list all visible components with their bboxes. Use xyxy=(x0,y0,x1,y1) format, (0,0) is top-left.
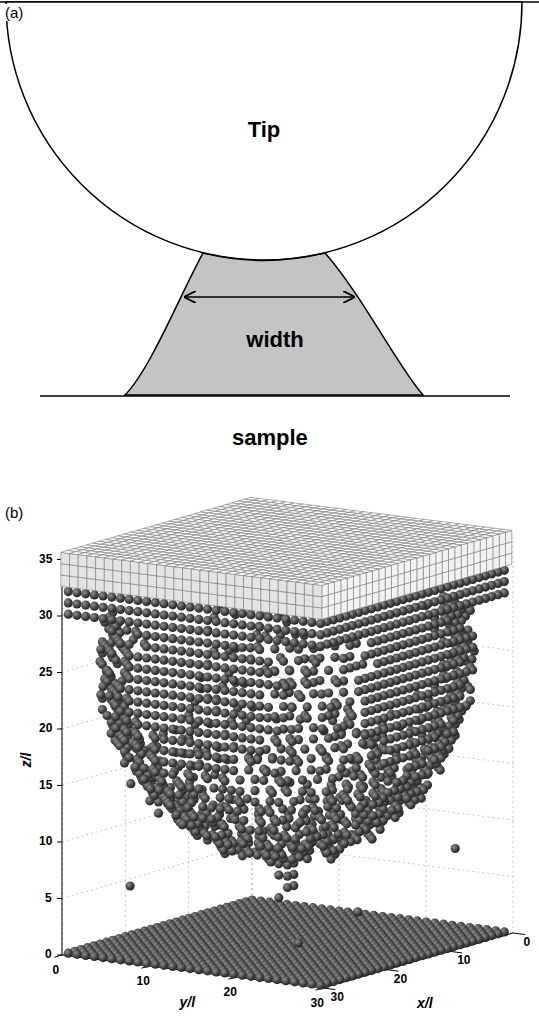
molecule xyxy=(133,957,142,966)
molecule-sphere xyxy=(133,957,142,966)
molecule xyxy=(116,955,125,964)
molecule xyxy=(90,952,99,961)
molecule-sphere xyxy=(274,871,283,880)
molecule-sphere xyxy=(90,952,99,961)
molecule xyxy=(274,871,283,880)
molecule-sphere xyxy=(283,883,292,892)
molecule-sphere xyxy=(142,959,151,968)
molecule-sphere xyxy=(151,960,160,969)
molecule-sphere xyxy=(99,953,108,962)
molecule-sphere xyxy=(64,949,73,958)
molecule-sphere xyxy=(116,955,125,964)
tick-mark xyxy=(386,970,398,972)
molecule xyxy=(159,961,168,970)
molecule-sphere xyxy=(159,961,168,970)
molecule-sphere xyxy=(81,951,90,960)
molecule xyxy=(64,949,73,958)
molecule-sphere xyxy=(107,954,116,963)
molecule xyxy=(283,872,292,881)
molecule-sphere xyxy=(72,950,81,959)
molecule xyxy=(353,907,362,916)
molecule-sphere xyxy=(125,956,134,965)
molecule xyxy=(274,893,283,902)
molecule xyxy=(126,881,135,890)
molecule xyxy=(81,951,90,960)
molecule xyxy=(72,950,81,959)
molecule xyxy=(107,954,116,963)
molecule xyxy=(142,959,151,968)
molecule-sphere xyxy=(283,872,292,881)
molecule-sphere xyxy=(126,881,135,890)
molecule-sphere xyxy=(274,893,283,902)
molecule xyxy=(125,956,134,965)
molecule xyxy=(283,883,292,892)
molecule xyxy=(151,960,160,969)
molecule-sphere xyxy=(353,907,362,916)
molecule xyxy=(99,953,108,962)
molecule-plot xyxy=(54,497,525,990)
molecules xyxy=(61,497,512,989)
